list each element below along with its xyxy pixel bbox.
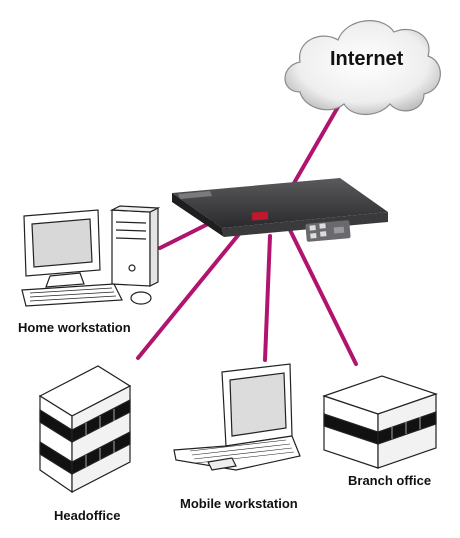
desktop-computer-icon <box>21 205 161 307</box>
office-building-icon <box>322 375 438 469</box>
office-building-icon <box>38 365 132 494</box>
cloud-icon <box>284 20 441 116</box>
link-mobile <box>263 234 272 362</box>
connection-lines <box>136 98 358 366</box>
link-internet <box>288 98 344 192</box>
label-home-workstation: Home workstation <box>18 320 131 335</box>
label-internet: Internet <box>330 48 404 70</box>
link-home <box>158 220 214 250</box>
label-branch-office: Branch office <box>348 473 432 488</box>
label-mobile-workstation: Mobile workstation <box>180 496 298 511</box>
link-branch <box>288 228 358 366</box>
firewall-appliance-icon <box>172 178 388 242</box>
laptop-icon <box>173 363 301 471</box>
link-headoffice <box>136 226 246 360</box>
label-headoffice: Headoffice <box>54 508 121 523</box>
